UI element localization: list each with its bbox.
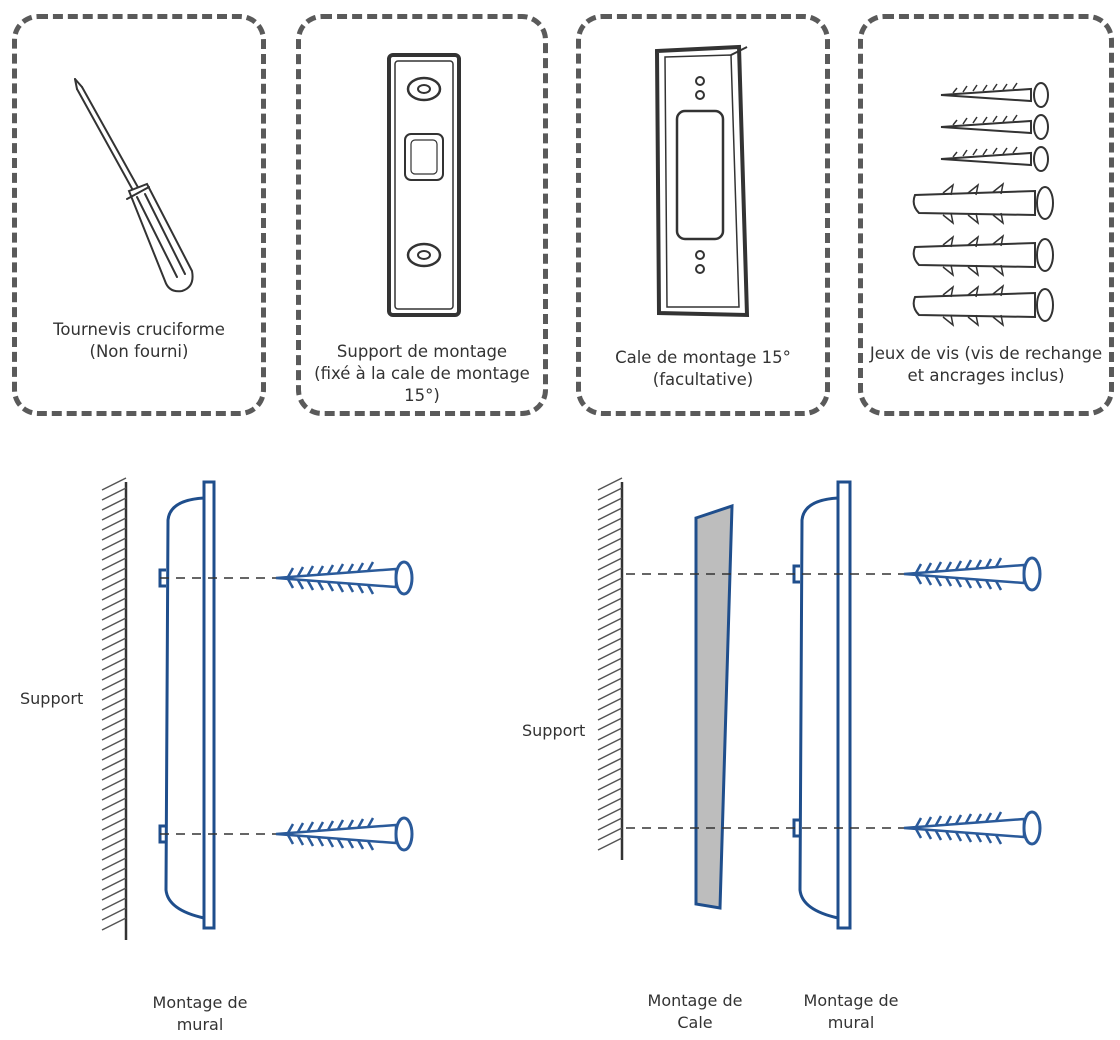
caption-line: 15°) — [404, 386, 440, 405]
caption-line: (Non fourni) — [89, 342, 189, 361]
screwdriver-icon — [74, 78, 194, 293]
screw-icon — [902, 556, 1042, 592]
wall-left — [101, 477, 128, 940]
screw-icon — [940, 82, 1049, 108]
caption-line: Support de montage — [336, 342, 508, 361]
screw-icon — [940, 114, 1049, 140]
caption-line: Jeux de vis (vis de rechange — [869, 344, 1103, 363]
anchor-icon — [912, 182, 1054, 225]
label-line: Montage de — [803, 991, 899, 1010]
wall-right — [597, 477, 624, 860]
wedge-shim — [694, 503, 734, 910]
label-line: Montage de — [647, 991, 743, 1010]
screw-icon — [902, 810, 1042, 846]
label-line: Cale — [677, 1013, 713, 1032]
wall-label-right: Support — [522, 721, 586, 740]
mount-label-right: Montage de mural — [796, 990, 906, 1034]
mount-label-left: Montage de mural — [150, 992, 250, 1036]
tool-card-screwdriver: Tournevis cruciforme (Non fourni) — [12, 14, 266, 416]
mounting-bracket-icon — [387, 53, 461, 317]
label-line: Montage de — [152, 993, 248, 1012]
wedge-mount-icon — [654, 44, 750, 318]
screw-icon — [940, 146, 1049, 172]
bracket-left — [158, 480, 216, 930]
tool-card-wedge: Cale de montage 15° (facultative) — [576, 14, 830, 416]
caption-line: (fixé à la cale de montage — [314, 364, 530, 383]
anchor-icon — [912, 284, 1054, 327]
tool-caption: Tournevis cruciforme (Non fourni) — [17, 319, 261, 363]
label-line: mural — [827, 1013, 875, 1032]
caption-line: et ancrages inclus) — [907, 366, 1065, 385]
wall-label-left: Support — [20, 689, 84, 708]
anchor-icon — [912, 234, 1054, 277]
screw-icon — [274, 816, 414, 852]
screw-set-icon — [912, 82, 1054, 327]
caption-line: Tournevis cruciforme — [53, 320, 225, 339]
tool-caption: Jeux de vis (vis de rechange et ancrages… — [863, 343, 1109, 387]
caption-line: Cale de montage 15° — [615, 348, 791, 367]
bracket-right — [792, 480, 852, 930]
tool-card-screws: Jeux de vis (vis de rechange et ancrages… — [858, 14, 1114, 416]
wedge-label: Montage de Cale — [640, 990, 750, 1034]
caption-line: (facultative) — [652, 370, 754, 389]
tool-card-bracket: Support de montage (fixé à la cale de mo… — [296, 14, 548, 416]
tool-caption: Cale de montage 15° (facultative) — [581, 347, 825, 391]
tool-caption: Support de montage (fixé à la cale de mo… — [301, 341, 543, 407]
label-line: mural — [176, 1015, 224, 1034]
screw-icon — [274, 560, 414, 596]
